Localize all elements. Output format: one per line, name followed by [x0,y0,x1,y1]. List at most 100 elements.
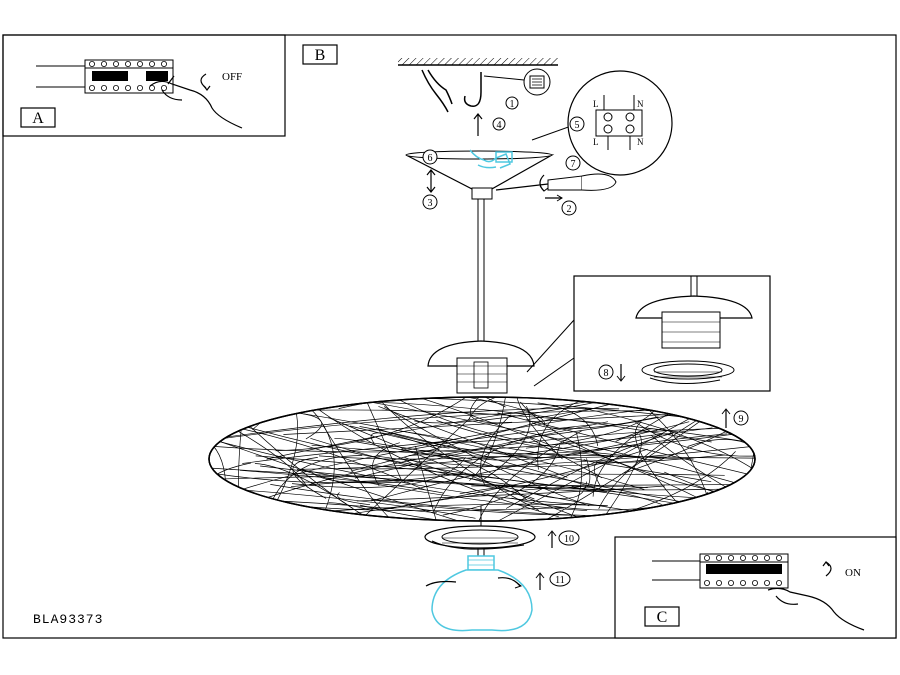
breaker-off-icon [36,59,243,129]
weave-strand [227,421,734,500]
weave-strand [371,397,540,511]
weave-strand [209,471,466,484]
weave-strand [468,397,622,420]
panel-a-label-box [20,107,56,128]
terminal-screw [704,580,711,587]
terminal-screw [716,555,723,562]
step-2-label: 2 [567,204,572,215]
terminal-top-n-label: N [637,99,644,109]
panel-c-switch-label: ON [845,567,861,579]
weave-strand [505,432,674,509]
terminal-screw [776,580,783,587]
terminal-screw [89,61,96,68]
wall-plug-icon [483,68,551,96]
terminal-screw [752,580,759,587]
step-10-label: 10 [564,534,574,545]
weave-strand [371,499,585,516]
weave-strand [459,484,662,505]
weave-strand [350,398,633,472]
terminal-screw [148,85,155,92]
breaker-on-icon [652,553,865,631]
step-8-label: 8 [604,368,609,379]
weave-strand [366,402,403,481]
weave-strand [292,457,327,499]
weave-strand [497,412,755,480]
weave-strand [230,424,592,494]
terminal-screw [752,555,759,562]
terminal-screw [89,85,96,92]
terminal-screw [728,580,735,587]
step-9-arrow-icon [721,408,731,428]
weave-strand [359,426,604,491]
weave-strand [408,454,528,501]
model-number: BLA93373 [33,612,104,627]
terminal-screw [740,555,747,562]
step-11-arrow-icon [535,572,545,590]
step-7-label: 7 [571,159,576,170]
weave-strand [283,413,674,435]
terminal-screw [136,85,143,92]
terminal-screw [716,580,723,587]
weave-strand [706,491,730,514]
panel-c-letter: C [657,609,668,626]
terminal-screw [125,85,132,92]
weave-strand [525,408,657,449]
weave-strand [218,408,620,439]
weave-strand [209,434,608,507]
step-2-arrow-icon [545,194,563,202]
weave-strand [261,406,645,490]
weave-strand [296,421,690,470]
weave-strand [322,397,755,491]
terminal-bot-l-label: L [593,137,599,147]
weave-strand [359,504,621,521]
weave-strand [365,417,471,516]
weave-strand [221,488,476,519]
terminal-screw [160,85,167,92]
supply-wires-icon [421,69,453,113]
terminal-top-l-label: L [593,99,599,109]
step-8-arrow-icon [616,364,626,382]
weave-strand [399,430,712,483]
step-9-label: 9 [739,414,744,425]
terminal-screw [764,555,771,562]
weave-strand [537,400,580,470]
weave-strand [308,407,335,518]
weave-strand [260,409,755,447]
step-9-marker [733,410,749,426]
weave-strand [275,397,468,452]
step-5-label: 5 [575,120,580,131]
weave-strand [543,412,712,521]
lamp-holder [427,340,535,394]
weave-strand [414,397,618,424]
suspension-rod [471,187,493,346]
terminal-screw [776,555,783,562]
weave-strand [209,462,251,519]
step-6-label: 6 [428,153,433,164]
weave-strand [291,457,466,488]
weave-strand [215,427,713,453]
weave-strand [383,406,590,507]
step-11-marker [549,571,571,587]
weave-strand [322,424,401,521]
terminal-screw [148,61,155,68]
terminal-block-detail [531,70,673,176]
weave-strand [254,463,353,509]
weave-strand [403,456,637,513]
panel-a-switch-label: OFF [222,71,242,83]
ceiling [398,58,558,66]
outer-frame [2,34,897,639]
woven-shade [208,396,756,522]
panel-b-letter: B [315,47,326,64]
panel-a: A OFF [2,34,286,137]
step-3-label: 3 [428,198,433,209]
weave-strand [469,397,507,481]
step-8-marker [598,364,614,380]
weave-strand [311,471,414,484]
weave-strand [268,455,363,508]
weave-strand [338,444,755,470]
terminal-bot-n-label: N [637,137,644,147]
step-7-marker [565,155,581,171]
weave-strand [524,481,587,499]
screwdriver-icon [495,173,617,192]
weave-strand [451,397,545,427]
